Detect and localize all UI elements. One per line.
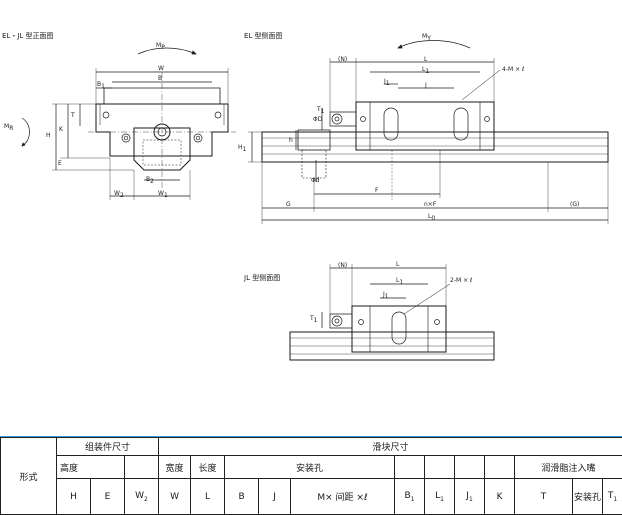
- dim-k: K: [59, 126, 63, 133]
- dim-jl-n: (N): [338, 262, 348, 269]
- col-k: K: [484, 478, 516, 515]
- col-grease-hole: 安装孔: [572, 478, 604, 515]
- dim-b1: B1: [97, 81, 105, 91]
- dim-el-hole: 4-M × ℓ: [502, 66, 525, 73]
- dim-jl-t1: T1: [310, 315, 318, 325]
- col-m: M× 间距 ×ℓ: [290, 478, 396, 515]
- dim-mp: MP: [156, 42, 165, 52]
- col-w: W: [158, 478, 192, 515]
- dim-el-l1: L1: [422, 66, 430, 76]
- dim-w: W: [158, 65, 164, 72]
- col-j: J: [258, 478, 292, 515]
- dim-el-l: L: [424, 56, 428, 63]
- dim-my: MY: [422, 33, 431, 43]
- col-l: L: [190, 478, 226, 515]
- dim-el-phi-d-small: Φd: [311, 177, 320, 184]
- dim-el-f: F: [375, 187, 379, 194]
- dim-jl-l: L: [396, 261, 400, 268]
- header-slider: 滑块尺寸: [158, 437, 622, 456]
- dim-el-g: G: [286, 201, 291, 208]
- col-e: E: [90, 478, 125, 515]
- header-mount-hole: 安装孔: [224, 455, 396, 479]
- col-b1: B1: [394, 478, 426, 515]
- front-view-title: EL・JL 型正面图: [2, 32, 54, 40]
- header-blank-3: [424, 455, 456, 479]
- header-assembly: 组装件尺寸: [55, 437, 160, 456]
- header-blank-4: [454, 455, 486, 479]
- header-blank-2: [394, 455, 426, 479]
- dim-el-n: (N): [338, 56, 348, 63]
- col-b: B: [224, 478, 260, 515]
- dim-el-t1: T1: [317, 106, 325, 116]
- dim-jl-hole: 2-M × ℓ: [450, 277, 473, 284]
- col-w2: W2: [123, 478, 160, 515]
- header-blank-5: [484, 455, 516, 479]
- dim-el-nxf: n×F: [424, 201, 437, 208]
- dim-el-g-paren: (G): [570, 201, 580, 208]
- spec-table: 形式 组装件尺寸 滑块尺寸 高度 宽度 长度 安装孔 润滑脂注入嘴 H E W2…: [0, 437, 622, 515]
- dim-b: B: [158, 75, 163, 82]
- header-blank-1: [123, 455, 160, 479]
- dim-w2: W2: [114, 190, 124, 200]
- dim-jl-j1: J1: [383, 291, 389, 301]
- el-side-view: [248, 40, 609, 224]
- el-side-view-title: EL 型侧面图: [244, 32, 283, 40]
- dim-el-h: h: [289, 137, 293, 144]
- front-view: [21, 47, 236, 200]
- header-grease: 润滑脂注入嘴: [514, 455, 622, 479]
- header-height: 高度: [56, 455, 125, 479]
- col-h: H: [56, 478, 91, 515]
- dim-el-j: J: [425, 82, 427, 89]
- technical-drawing: [21, 40, 609, 361]
- header-model: 形式: [0, 437, 57, 515]
- dim-w1: W1: [158, 190, 168, 200]
- header-width: 宽度: [158, 455, 192, 479]
- col-l1: L1: [424, 478, 456, 515]
- dim-el-j1: J1: [384, 78, 390, 88]
- dim-e: E: [58, 160, 62, 167]
- col-t1: T1: [602, 478, 622, 515]
- dim-el-l0: L0: [428, 213, 436, 223]
- jl-side-view: [289, 264, 495, 361]
- dim-t: T: [71, 112, 75, 119]
- jl-side-view-title: JL 型侧面图: [244, 274, 281, 282]
- header-length: 长度: [190, 455, 226, 479]
- dim-mr: MR: [4, 123, 14, 133]
- dim-el-h1: H1: [238, 144, 247, 154]
- dim-h: H: [46, 132, 51, 139]
- col-j1: J1: [454, 478, 486, 515]
- dim-el-phi-d: ΦD: [313, 116, 323, 123]
- dim-b2: B2: [146, 176, 154, 186]
- col-t: T: [514, 478, 574, 515]
- dim-jl-l1: L1: [396, 277, 404, 287]
